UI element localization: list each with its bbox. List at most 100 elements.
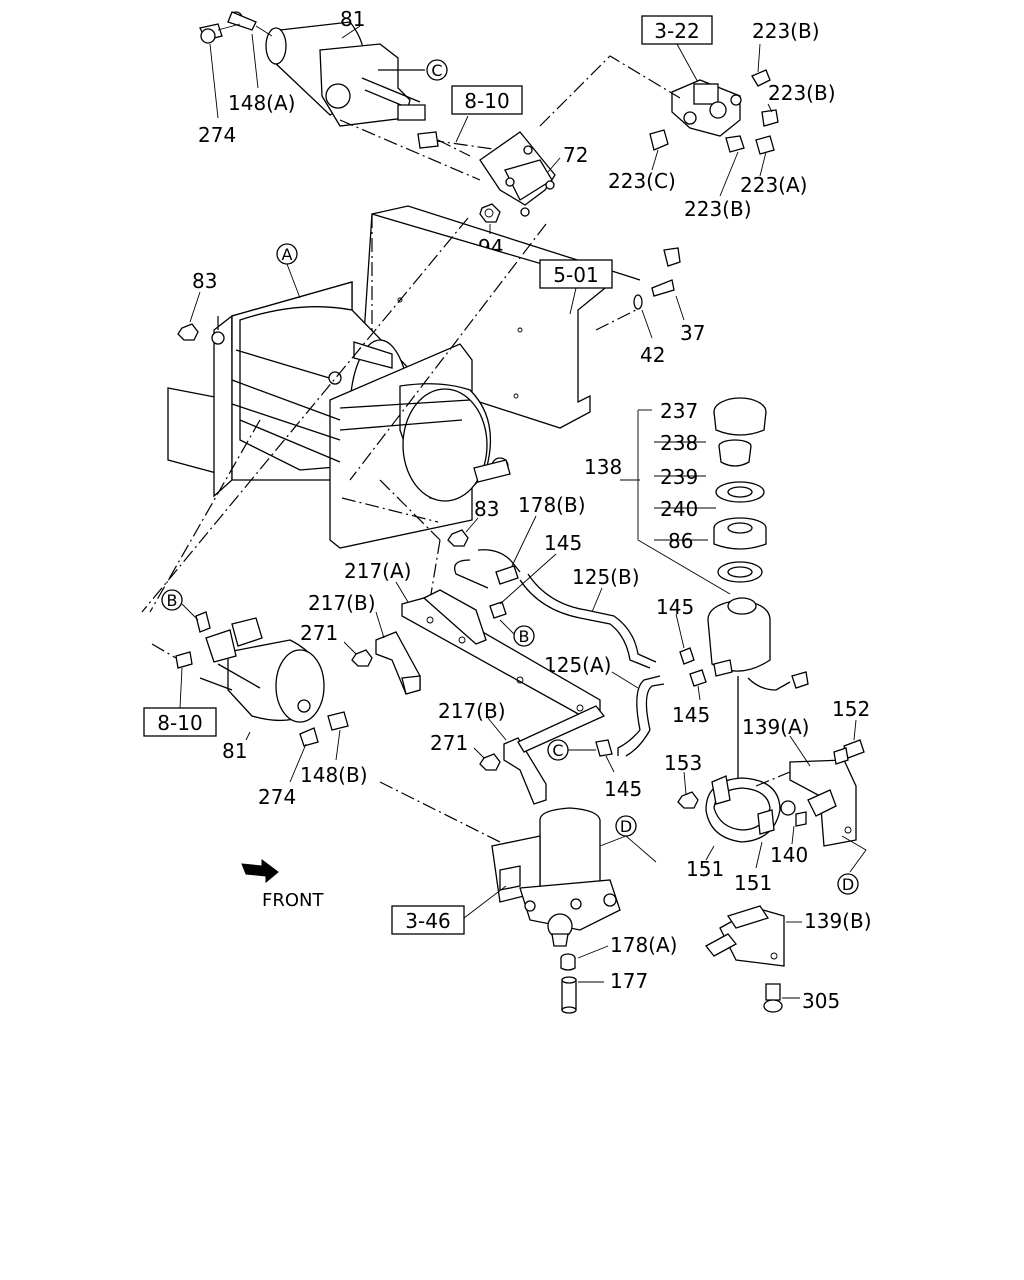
bracket-72 [479,131,556,217]
nut-94 [479,203,501,223]
label-178a: 178(A) [610,933,677,957]
callout-c-top: C [426,59,448,81]
svg-text:D: D [842,875,854,894]
label-240: 240 [660,497,698,521]
nut-140 [780,800,807,827]
label-223b-2: 223(B) [768,81,836,105]
ref-box-8-10-bottom: 8-10 [143,707,217,737]
bracket-139b [705,905,785,967]
label-138: 138 [584,455,622,479]
bolt-152 [833,739,865,765]
label-177: 177 [610,969,648,993]
svg-text:8-10: 8-10 [157,711,202,735]
svg-text:3-46: 3-46 [405,909,450,933]
label-125a: 125(A) [544,653,611,677]
label-86: 86 [668,529,693,553]
label-139b: 139(B) [804,909,872,933]
label-237: 237 [660,399,698,423]
label-148a: 148(A) [228,91,295,115]
label-151-1: 151 [686,857,724,881]
air-tank-bottom [151,611,349,747]
callout-c-mid: C [547,739,569,761]
clamp-145-4 [595,739,613,757]
label-178b: 178(B) [518,493,586,517]
clamp-145-1 [489,601,507,619]
hose-125a [617,675,665,757]
svg-text:8-10: 8-10 [464,89,509,113]
washer-42 [633,294,643,310]
label-238: 238 [660,431,698,455]
svg-text:C: C [552,741,563,760]
label-145-2: 145 [656,595,694,619]
label-145-3: 145 [672,703,710,727]
label-139a: 139(A) [742,715,809,739]
svg-text:D: D [620,817,632,836]
ref-box-3-46: 3-46 [391,905,465,935]
hose-125b [519,573,657,669]
label-145-4: 145 [604,777,642,801]
label-217b-1: 217(B) [308,591,376,615]
label-223b-1: 223(B) [752,19,820,43]
air-tank-top [199,11,426,127]
nut-271-1 [351,649,373,667]
clamp-145-3 [689,669,707,687]
svg-text:3-22: 3-22 [654,19,699,43]
bolt-305 [763,983,783,1013]
label-239: 239 [660,465,698,489]
air-dryer [491,807,621,947]
svg-text:5-01: 5-01 [553,263,598,287]
label-148b: 148(B) [300,763,368,787]
hose-177 [561,976,577,1014]
bracket-139a [789,759,857,847]
label-271-2: 271 [430,731,468,755]
nut-271-2 [479,753,501,771]
label-152: 152 [832,697,870,721]
label-223a: 223(A) [740,173,807,197]
label-274-top: 274 [198,123,236,147]
callout-b-left: B [161,589,183,611]
label-151-2: 151 [734,871,772,895]
label-217b-2: 217(B) [438,699,506,723]
main-tank-assembly [167,281,511,549]
label-274-bottom: 274 [258,785,296,809]
label-125b: 125(B) [572,565,640,589]
label-83-mid: 83 [474,497,499,521]
label-145-1: 145 [544,531,582,555]
ref-box-3-22: 3-22 [641,15,713,45]
label-81-top: 81 [340,7,365,31]
reservoir-stack [620,397,809,800]
svg-text:C: C [431,61,442,80]
label-305: 305 [802,989,840,1013]
svg-text:B: B [167,591,178,610]
label-140: 140 [770,843,808,867]
label-223c: 223(C) [608,169,676,193]
svg-text:A: A [282,245,293,264]
hose-178b [453,549,521,589]
band-151 [705,775,781,843]
ref-box-5-01: 5-01 [539,259,613,289]
front-arrow-icon [241,859,279,884]
label-271-1: 271 [300,621,338,645]
label-42: 42 [640,343,665,367]
label-72: 72 [563,143,588,167]
nut-83-top [177,323,199,341]
front-label: FRONT [262,890,324,911]
valve-assembly [649,69,779,155]
bracket-217b-top [375,631,421,695]
label-217a: 217(A) [344,559,411,583]
label-83-top: 83 [192,269,217,293]
label-81-bottom: 81 [222,739,247,763]
callout-d-right: D [837,873,859,895]
nut-83-mid [447,529,469,547]
label-153: 153 [664,751,702,775]
callout-a: A [276,243,298,265]
svg-text:B: B [519,627,530,646]
label-223b-3: 223(B) [684,197,752,221]
callout-d-mid: D [615,815,637,837]
bolt-153 [677,791,699,809]
label-37: 37 [680,321,705,345]
ref-box-8-10-top: 8-10 [451,85,523,115]
clamp-178a [560,953,576,971]
bracket-217b-lower [503,705,606,805]
